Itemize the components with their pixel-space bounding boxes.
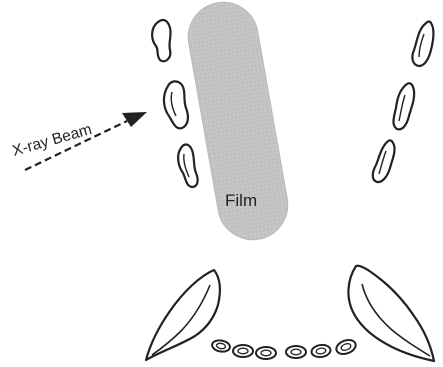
incisor-2-inner: [238, 348, 248, 354]
incisor-3-inner: [261, 350, 271, 356]
right-tooth-icon: [348, 266, 434, 361]
left-bone-fragment-bottom: [178, 144, 198, 187]
incisor-4: [286, 346, 306, 358]
left-bone-fragment-top: [152, 20, 170, 61]
incisor-row: [211, 337, 357, 359]
right-bone-fragment-middle: [393, 83, 414, 129]
incisor-3: [256, 347, 276, 359]
dashed-arrow-icon: [122, 112, 147, 127]
left-bone-fragment-middle: [164, 81, 188, 128]
incisor-5-inner: [316, 348, 326, 355]
right-bone-fragment-top: [412, 22, 433, 67]
incisor-5: [311, 344, 331, 359]
right-bone-fragment-bottom: [373, 140, 395, 182]
left-tooth-icon: [146, 270, 220, 360]
incisor-2: [233, 345, 253, 357]
incisor-6: [334, 337, 357, 356]
film: Film: [183, 0, 294, 245]
film-label: Film: [225, 191, 257, 210]
right-tooth: [348, 266, 434, 361]
incisor-4-inner: [291, 349, 301, 355]
incisor-1: [211, 339, 231, 353]
right-bone-fragments: [373, 22, 434, 183]
beam-label: X-ray Beam: [10, 121, 93, 160]
left-tooth: [146, 270, 220, 360]
xray-beam: X-ray Beam: [10, 112, 147, 170]
